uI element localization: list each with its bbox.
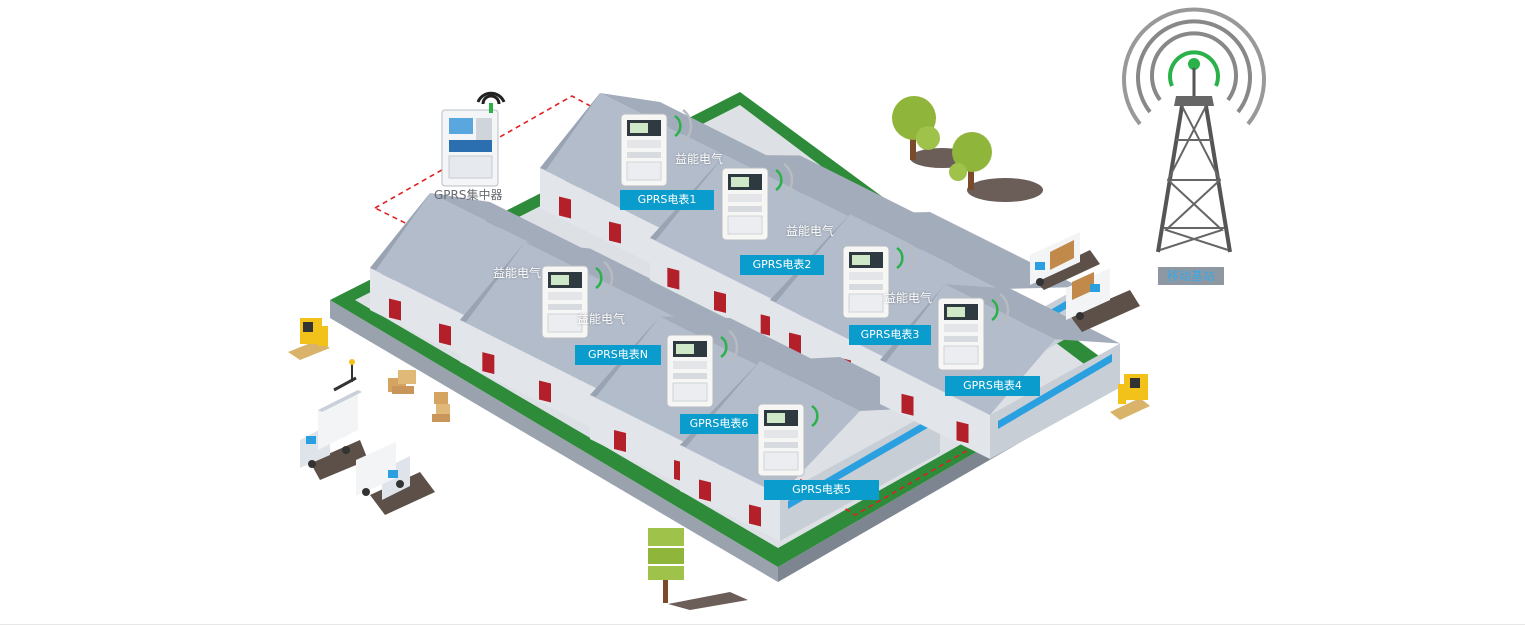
gprs-meter-icon-n <box>541 261 614 339</box>
meter-label-3: GPRS电表3 <box>849 325 931 345</box>
bottom-divider <box>0 624 1525 625</box>
gprs-meter-icon-2 <box>721 163 794 241</box>
forklift-icon <box>288 318 330 360</box>
brand-text: 益能电气 <box>884 291 933 305</box>
meter-label-5: GPRS电表5 <box>764 480 879 500</box>
cell-tower-icon <box>1122 7 1266 253</box>
tree-icon <box>648 528 748 610</box>
truck-icon <box>1030 232 1100 290</box>
cargo-boxes-icon <box>388 370 450 422</box>
truck-icon <box>356 442 435 515</box>
tree-icon <box>892 96 1043 202</box>
pallet-jack-icon <box>333 359 357 392</box>
gprs-concentrator-icon <box>441 91 506 187</box>
brand-text: 益能电气 <box>786 224 835 238</box>
gprs-meters <box>541 109 1010 477</box>
truck-icon <box>300 390 368 480</box>
meter-label-4: GPRS电表4 <box>945 376 1040 396</box>
gprs-meter-icon-6 <box>666 330 739 408</box>
truck-icon <box>1066 268 1140 332</box>
brand-text: 益能电气 <box>675 152 724 166</box>
tower-label: 移动基站 <box>1158 267 1224 285</box>
gprs-meter-icon-5 <box>757 399 830 477</box>
meter-label-6: GPRS电表6 <box>680 414 758 434</box>
meter-label-1: GPRS电表1 <box>620 190 714 210</box>
gprs-meter-icon-3 <box>842 241 915 319</box>
brand-text: 益能电气 <box>577 312 626 326</box>
forklift-icon <box>1110 374 1150 420</box>
meter-label-n: GPRS电表N <box>575 345 661 365</box>
meter-label-2: GPRS电表2 <box>740 255 824 275</box>
brand-text: 益能电气 <box>493 266 542 280</box>
gprs-meter-icon-4 <box>937 293 1010 371</box>
gprs-meter-icon-1 <box>620 109 693 187</box>
concentrator-label: GPRS集中器 <box>434 188 503 202</box>
